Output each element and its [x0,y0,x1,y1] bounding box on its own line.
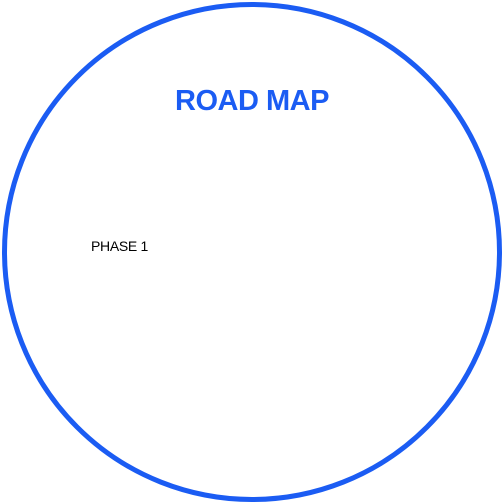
roadmap-title: ROAD MAP [175,85,329,117]
phase-1-label: PHASE 1 [91,238,149,254]
